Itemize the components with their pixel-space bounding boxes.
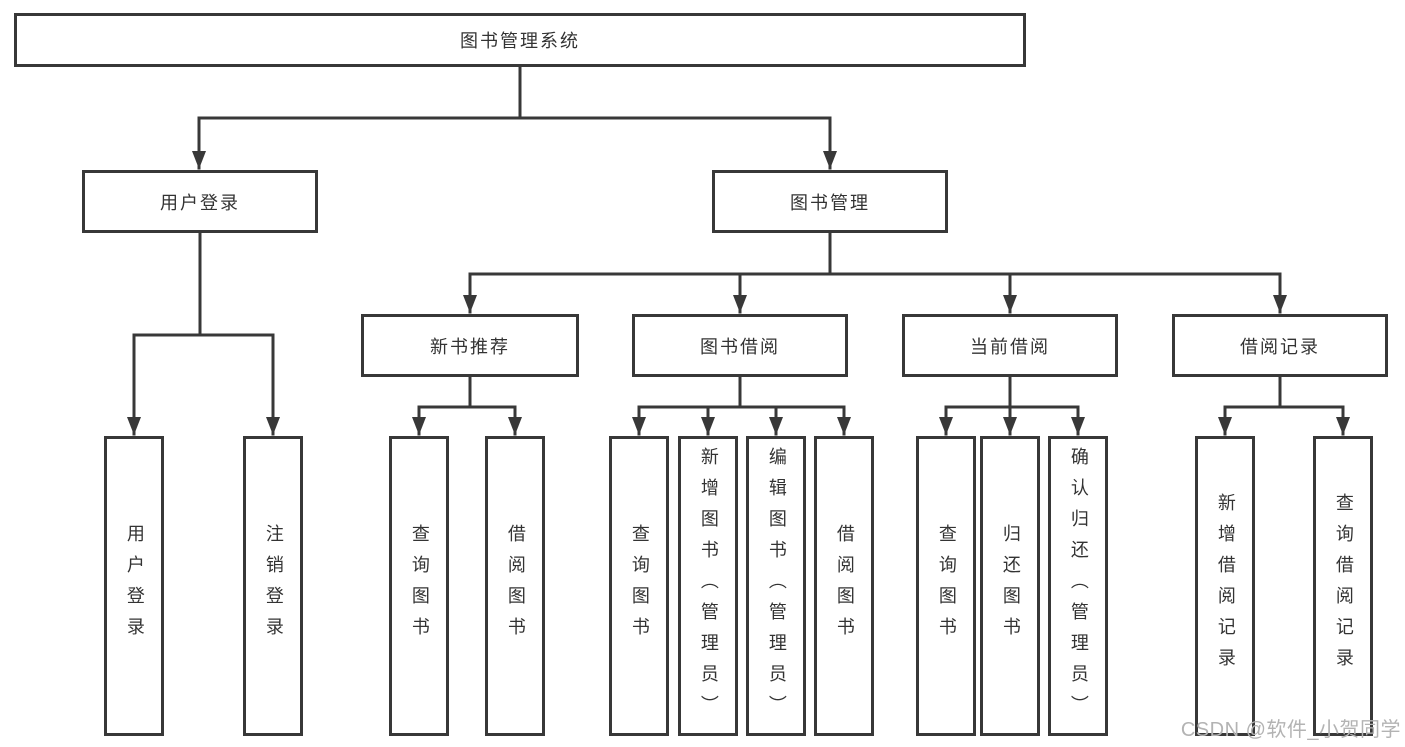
node-leaf-bb-add-book-admin-label: 新增图书（管理员） (698, 446, 719, 726)
node-leaf-cb-return-book-label: 归还图书 (1000, 524, 1021, 648)
node-leaf-rec-search-book-label: 查询图书 (409, 524, 430, 648)
node-library-management-system: 图书管理系统 (14, 13, 1026, 67)
node-new-book-recommend-label: 新书推荐 (430, 336, 510, 357)
node-leaf-bb-borrow-book-label: 借阅图书 (834, 524, 855, 648)
node-current-borrowing-label: 当前借阅 (970, 336, 1050, 357)
node-leaf-bb-search-book: 查询图书 (609, 436, 669, 736)
node-borrowing-records-label: 借阅记录 (1240, 336, 1320, 357)
node-book-management-label: 图书管理 (790, 192, 870, 213)
node-library-management-system-label: 图书管理系统 (460, 31, 580, 51)
node-user-login-label: 用户登录 (160, 192, 240, 213)
node-user-login: 用户登录 (82, 170, 318, 233)
watermark: CSDN @软件_小贺同学 (1180, 719, 1401, 741)
node-leaf-cb-search-book: 查询图书 (916, 436, 976, 736)
node-leaf-br-add-record-label: 新增借阅记录 (1215, 493, 1236, 679)
node-leaf-bb-add-book-admin: 新增图书（管理员） (678, 436, 738, 736)
node-leaf-cb-return-book: 归还图书 (980, 436, 1040, 736)
node-leaf-cb-search-book-label: 查询图书 (936, 524, 957, 648)
node-current-borrowing: 当前借阅 (902, 314, 1118, 377)
node-leaf-br-add-record: 新增借阅记录 (1195, 436, 1255, 736)
node-leaf-rec-borrow-book-label: 借阅图书 (505, 524, 526, 648)
node-book-management: 图书管理 (712, 170, 948, 233)
node-leaf-user-login-label: 用户登录 (124, 524, 145, 648)
node-leaf-cb-confirm-return-admin-label: 确认归还（管理员） (1068, 446, 1089, 726)
node-leaf-user-login: 用户登录 (104, 436, 164, 736)
node-leaf-br-search-record: 查询借阅记录 (1313, 436, 1373, 736)
node-leaf-logout-label: 注销登录 (263, 524, 284, 648)
node-borrowing-records: 借阅记录 (1172, 314, 1388, 377)
node-book-borrowing: 图书借阅 (632, 314, 848, 377)
node-leaf-bb-search-book-label: 查询图书 (629, 524, 650, 648)
node-leaf-bb-borrow-book: 借阅图书 (814, 436, 874, 736)
node-leaf-logout: 注销登录 (243, 436, 303, 736)
node-leaf-br-search-record-label: 查询借阅记录 (1333, 493, 1354, 679)
node-leaf-bb-edit-book-admin-label: 编辑图书（管理员） (766, 446, 787, 726)
node-new-book-recommend: 新书推荐 (361, 314, 579, 377)
node-book-borrowing-label: 图书借阅 (700, 336, 780, 357)
node-leaf-cb-confirm-return-admin: 确认归还（管理员） (1048, 436, 1108, 736)
node-leaf-rec-search-book: 查询图书 (389, 436, 449, 736)
node-leaf-rec-borrow-book: 借阅图书 (485, 436, 545, 736)
node-leaf-bb-edit-book-admin: 编辑图书（管理员） (746, 436, 806, 736)
